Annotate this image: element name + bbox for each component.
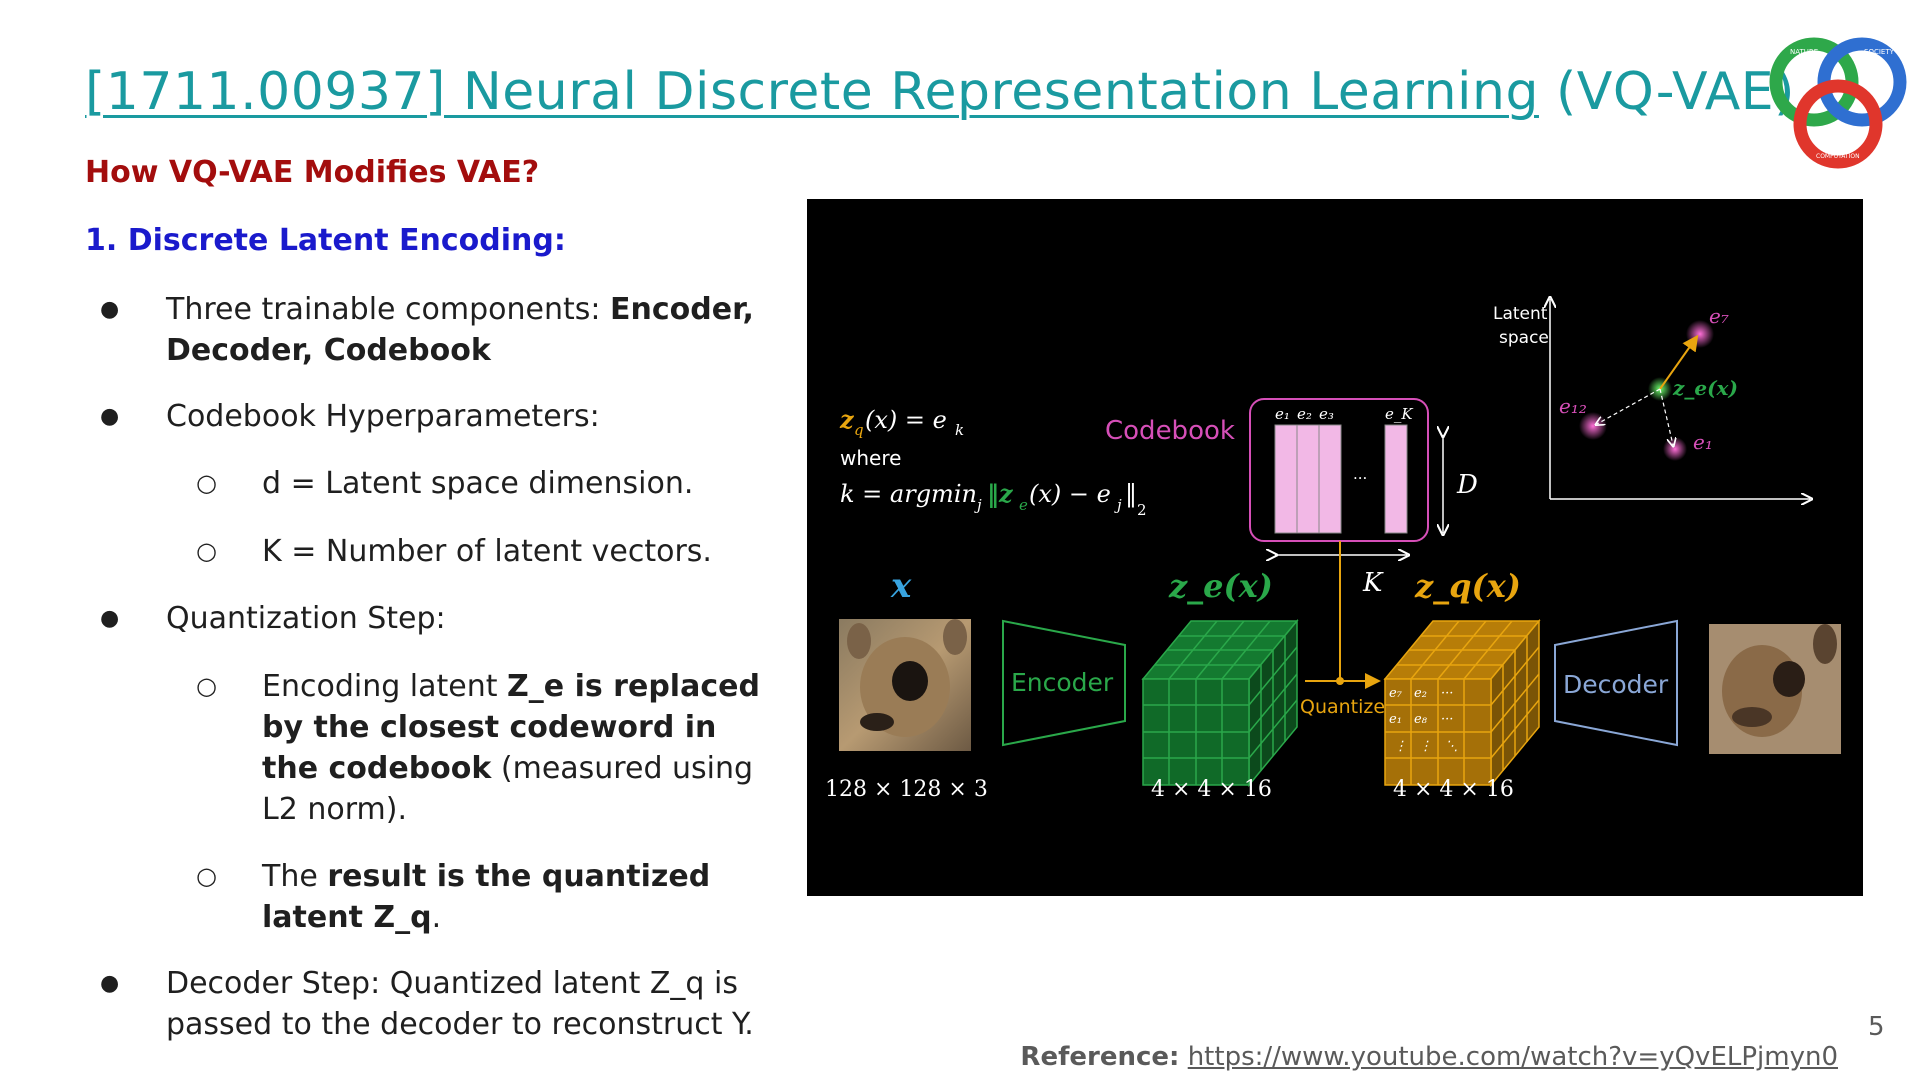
bullet-circle-icon: ○: [196, 537, 217, 565]
bullet-hyperparameters: ● Codebook Hyperparameters:: [100, 396, 766, 437]
codebook-columns: e₁ e₂ e₃ e_K ...: [1274, 405, 1413, 534]
svg-text:e₈: e₈: [1414, 712, 1428, 727]
svg-text:‖: ‖: [1125, 480, 1137, 509]
svg-text:where: where: [840, 446, 901, 470]
quantization-equation: z q (x) = e k where k = argmin j ‖z e (x…: [839, 405, 1147, 519]
dimension-k-label: K: [1362, 568, 1384, 598]
svg-text:e₇: e₇: [1709, 304, 1729, 328]
bullet-circle-icon: ○: [196, 862, 217, 890]
bullet-dot-icon: ●: [100, 971, 120, 996]
svg-text:⋱: ⋱: [1445, 739, 1458, 754]
svg-text:k = argmin: k = argmin: [840, 480, 977, 508]
svg-text:e_K: e_K: [1385, 405, 1413, 423]
reference-link[interactable]: https://www.youtube.com/watch?v=yQvELPjm…: [1187, 1042, 1838, 1072]
bullet-dot-icon: ●: [100, 404, 120, 429]
title-suffix: (VQ-VAE): [1538, 62, 1795, 122]
svg-text:e₁: e₁: [1693, 430, 1713, 454]
svg-text:···: ···: [1441, 712, 1453, 727]
svg-text:⋮: ⋮: [1394, 739, 1407, 754]
bullet-quantization: ● Quantization Step:: [100, 598, 766, 639]
bullet-decoder-step: ● Decoder Step: Quantized latent Z_q is …: [100, 963, 786, 1045]
reference: Reference: https://www.youtube.com/watch…: [1020, 1042, 1838, 1072]
logo-text-bottom: COMPUTATION: [1816, 153, 1860, 160]
quantize-node: [1336, 677, 1344, 685]
ze-label: z_e(x): [1168, 567, 1273, 605]
svg-text:j: j: [974, 496, 982, 514]
svg-text:k: k: [955, 421, 964, 439]
input-x-label: x: [890, 566, 912, 606]
decoder-block: [1554, 619, 1678, 747]
svg-text:···: ···: [1441, 686, 1453, 701]
logo-text-right: SOCIETY: [1864, 48, 1895, 56]
zq-label: z_q(x): [1414, 567, 1521, 605]
section-heading: 1. Discrete Latent Encoding:: [85, 223, 566, 258]
svg-text:e₁₂: e₁₂: [1559, 394, 1587, 418]
svg-text:e₂: e₂: [1414, 686, 1427, 701]
svg-text:2: 2: [1137, 501, 1147, 519]
sub-bullet-result: ○ The result is the quantized latent Z_q…: [196, 856, 792, 938]
svg-text:q: q: [854, 421, 864, 439]
zq-dims: 4 × 4 × 16: [1393, 777, 1514, 802]
svg-text:‖z: ‖z: [987, 479, 1014, 508]
subtitle: How VQ-VAE Modifies VAE?: [85, 155, 540, 190]
bullet-components: ● Three trainable components: Encoder, D…: [100, 289, 766, 371]
sub-bullet-k: ○ K = Number of latent vectors.: [196, 531, 782, 572]
input-dims: 128 × 128 × 3: [825, 777, 988, 802]
bullet-circle-icon: ○: [196, 469, 217, 497]
svg-text:e₃: e₃: [1319, 405, 1334, 423]
codebook-label: Codebook: [1105, 416, 1235, 446]
svg-text:⋮: ⋮: [1419, 739, 1432, 754]
svg-text:z: z: [839, 405, 855, 434]
input-image: [839, 619, 971, 751]
dimension-d-label: D: [1456, 470, 1478, 500]
reference-label: Reference:: [1020, 1042, 1180, 1072]
ze-dims: 4 × 4 × 16: [1151, 777, 1272, 802]
svg-text:e: e: [1019, 496, 1028, 514]
encoder-block: [1002, 619, 1126, 747]
svg-text:(x) − e: (x) − e: [1029, 480, 1111, 508]
svg-text:...: ...: [1353, 465, 1367, 483]
bullet-circle-icon: ○: [196, 672, 217, 700]
svg-text:j: j: [1114, 496, 1122, 514]
svg-text:(x) = e: (x) = e: [865, 406, 947, 434]
nature-society-computation-logo: NATURE SOCIETY COMPUTATION: [1769, 37, 1907, 169]
paper-link[interactable]: [1711.00937] Neural Discrete Representat…: [85, 62, 1539, 122]
sub-bullet-replaced: ○ Encoding latent Z_e is replaced by the…: [196, 666, 782, 830]
ze-latent-cube: [1141, 618, 1299, 788]
svg-text:e₇: e₇: [1389, 686, 1403, 701]
bullet-dot-icon: ●: [100, 297, 120, 322]
bullet-dot-icon: ●: [100, 606, 120, 631]
vqvae-diagram: z q (x) = e k where k = argmin j ‖z e (x…: [807, 199, 1863, 896]
svg-text:Latent: Latent: [1493, 304, 1548, 324]
svg-text:space: space: [1499, 328, 1549, 348]
svg-text:e₁: e₁: [1275, 405, 1290, 423]
zq-latent-cube: [1383, 618, 1541, 788]
svg-text:e₂: e₂: [1297, 405, 1312, 423]
output-image: [1709, 624, 1841, 754]
sub-bullet-d: ○ d = Latent space dimension.: [196, 463, 782, 504]
decoder-label: Decoder: [1563, 670, 1669, 699]
slide-number: 5: [1868, 1012, 1885, 1042]
svg-text:e₁: e₁: [1389, 712, 1402, 727]
encoder-label: Encoder: [1011, 668, 1114, 697]
svg-text:z_e(x): z_e(x): [1672, 376, 1738, 400]
logo-text-top: NATURE: [1790, 48, 1818, 56]
slide-title: [1711.00937] Neural Discrete Representat…: [85, 62, 1795, 122]
zq-grid-labels: e₇ e₂ ··· e₁ e₈ ··· ⋮ ⋮ ⋱: [1389, 686, 1458, 754]
quantize-label: Quantize: [1300, 696, 1385, 718]
latent-space-plot: Latent space e₇ z_e(x) e₁₂ e₁: [1493, 299, 1810, 499]
